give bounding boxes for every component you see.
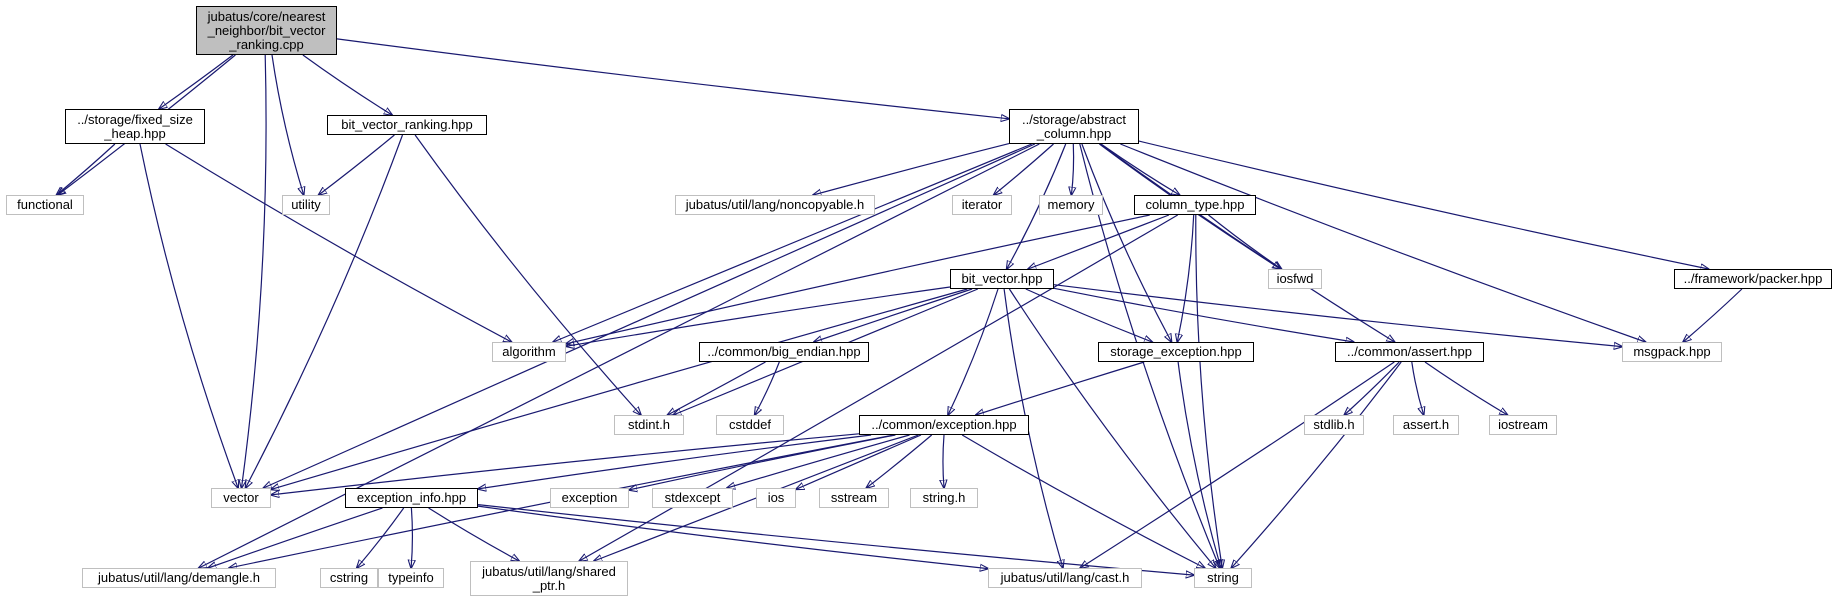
edge-fixed-size-heap-to-algorithm — [165, 143, 512, 342]
edge-abstract-column-to-storage-exception — [1081, 143, 1172, 342]
node-storage-exception[interactable]: storage_exception.hpp — [1098, 342, 1254, 362]
node-cstddef[interactable]: cstddef — [716, 415, 784, 435]
edge-fixed-size-heap-to-vector — [139, 143, 238, 488]
edge-big-endian-to-stdint — [668, 361, 766, 415]
node-column-type[interactable]: column_type.hpp — [1134, 195, 1256, 215]
edge-root-to-vector — [242, 54, 267, 488]
node-cstring[interactable]: cstring — [320, 568, 378, 588]
node-cast[interactable]: jubatus/util/lang/cast.h — [988, 568, 1142, 588]
edge-exception-info-to-demangle — [208, 507, 383, 568]
edge-bit-vector-to-vector — [271, 288, 968, 489]
node-big-endian[interactable]: ../common/big_endian.hpp — [699, 342, 869, 362]
node-vector[interactable]: vector — [211, 488, 271, 508]
edge-common-exception-to-ios — [796, 434, 922, 489]
edge-exception-info-to-cast — [477, 505, 988, 568]
edge-abstract-column-to-column-type — [1100, 143, 1180, 195]
edge-bit-vector-ranking-to-stdint — [414, 134, 641, 415]
edge-bit-vector-to-msgpack — [1053, 284, 1622, 347]
edge-assert-hpp-to-string — [1231, 361, 1402, 568]
edge-exception-info-to-cstring — [357, 507, 405, 568]
node-string[interactable]: string — [1194, 568, 1252, 588]
node-shared-ptr[interactable]: jubatus/util/lang/shared _ptr.h — [470, 561, 628, 596]
node-stdexcept[interactable]: stdexcept — [652, 488, 733, 508]
node-iosfwd[interactable]: iosfwd — [1268, 269, 1322, 289]
edge-big-endian-to-cstddef — [755, 361, 780, 415]
node-fixed-size-heap[interactable]: ../storage/fixed_size _heap.hpp — [65, 109, 205, 144]
edge-abstract-column-to-packer — [1138, 140, 1709, 269]
edge-exception-info-to-typeinfo — [411, 507, 412, 568]
node-sstream[interactable]: sstream — [819, 488, 889, 508]
edge-abstract-column-to-vector — [263, 143, 1036, 488]
edge-column-type-to-string — [1195, 214, 1222, 568]
node-functional[interactable]: functional — [6, 195, 84, 215]
node-assert-h[interactable]: assert.h — [1393, 415, 1459, 435]
edge-abstract-column-to-msgpack — [1120, 143, 1645, 342]
edge-storage-exception-to-string — [1177, 361, 1221, 568]
edge-bit-vector-to-assert-hpp — [1053, 287, 1354, 342]
edge-root-to-utility — [271, 54, 304, 195]
edge-root-to-abstract-column — [336, 38, 1009, 119]
edge-abstract-column-to-noncopyable — [813, 143, 1010, 195]
node-string-h[interactable]: string.h — [910, 488, 978, 508]
edge-root-to-fixed-size-heap — [159, 54, 234, 109]
edge-abstract-column-to-bit-vector — [1007, 143, 1067, 269]
edge-assert-hpp-to-stdlib — [1344, 361, 1400, 415]
edge-column-type-to-iosfwd — [1208, 214, 1282, 269]
node-exception[interactable]: exception — [550, 488, 629, 508]
edge-column-type-to-bit-vector — [1028, 214, 1170, 269]
node-utility[interactable]: utility — [282, 195, 330, 215]
edge-abstract-column-to-algorithm — [553, 143, 1032, 342]
node-noncopyable[interactable]: jubatus/util/lang/noncopyable.h — [675, 195, 875, 215]
edge-bit-vector-ranking-to-vector — [246, 134, 404, 488]
edge-bit-vector-to-string — [1008, 288, 1215, 568]
edge-assert-hpp-to-assert-h — [1411, 361, 1424, 415]
edge-storage-exception-to-common-exception — [976, 361, 1145, 415]
edge-abstract-column-to-demangle — [199, 143, 1040, 568]
node-assert-hpp[interactable]: ../common/assert.hpp — [1335, 342, 1484, 362]
edge-common-exception-to-exception-info — [478, 434, 872, 489]
node-abstract-column[interactable]: ../storage/abstract _column.hpp — [1009, 109, 1139, 144]
node-ios[interactable]: ios — [756, 488, 796, 508]
node-stdlib[interactable]: stdlib.h — [1304, 415, 1364, 435]
edge-root-to-bit-vector-ranking — [302, 54, 392, 115]
edge-assert-hpp-to-iostream — [1424, 361, 1508, 415]
node-algorithm[interactable]: algorithm — [492, 342, 566, 362]
node-demangle[interactable]: jubatus/util/lang/demangle.h — [82, 568, 276, 588]
node-typeinfo[interactable]: typeinfo — [378, 568, 444, 588]
node-memory[interactable]: memory — [1039, 195, 1103, 215]
edge-exception-info-to-shared-ptr — [428, 507, 519, 561]
edge-abstract-column-to-iterator — [994, 143, 1054, 195]
edge-common-exception-to-string — [961, 434, 1205, 568]
edge-bit-vector-to-algorithm — [566, 286, 951, 346]
node-root[interactable]: jubatus/core/nearest _neighbor/bit_vecto… — [196, 6, 337, 55]
edge-assert-hpp-to-cast — [1080, 361, 1395, 568]
node-iostream[interactable]: iostream — [1489, 415, 1557, 435]
edge-bit-vector-to-big-endian — [814, 288, 973, 342]
node-bit-vector-ranking[interactable]: bit_vector_ranking.hpp — [327, 115, 487, 135]
node-iterator[interactable]: iterator — [952, 195, 1012, 215]
edge-packer-to-msgpack — [1683, 288, 1743, 342]
node-msgpack[interactable]: msgpack.hpp — [1622, 342, 1722, 362]
node-packer[interactable]: ../framework/packer.hpp — [1674, 269, 1832, 289]
edge-common-exception-to-string-h — [943, 434, 944, 488]
edge-common-exception-to-sstream — [866, 434, 933, 488]
edge-bit-vector-to-storage-exception — [1025, 288, 1152, 342]
edge-exception-info-to-string — [477, 504, 1194, 575]
edge-common-exception-to-vector — [271, 433, 860, 495]
node-stdint[interactable]: stdint.h — [614, 415, 684, 435]
edge-fixed-size-heap-to-functional — [57, 143, 116, 195]
edge-column-type-to-shared-ptr — [579, 214, 1179, 561]
edge-abstract-column-to-memory — [1071, 143, 1073, 195]
edge-common-exception-to-stdexcept — [727, 434, 910, 488]
edge-column-type-to-storage-exception — [1177, 214, 1195, 342]
node-common-exception[interactable]: ../common/exception.hpp — [859, 415, 1029, 435]
node-exception-info[interactable]: exception_info.hpp — [345, 488, 478, 508]
node-bit-vector[interactable]: bit_vector.hpp — [950, 269, 1054, 289]
edge-bit-vector-to-common-exception — [948, 288, 999, 415]
edge-column-type-to-algorithm — [566, 214, 1150, 344]
edge-abstract-column-to-assert-hpp — [1099, 143, 1395, 342]
edge-bit-vector-ranking-to-utility — [319, 134, 395, 195]
